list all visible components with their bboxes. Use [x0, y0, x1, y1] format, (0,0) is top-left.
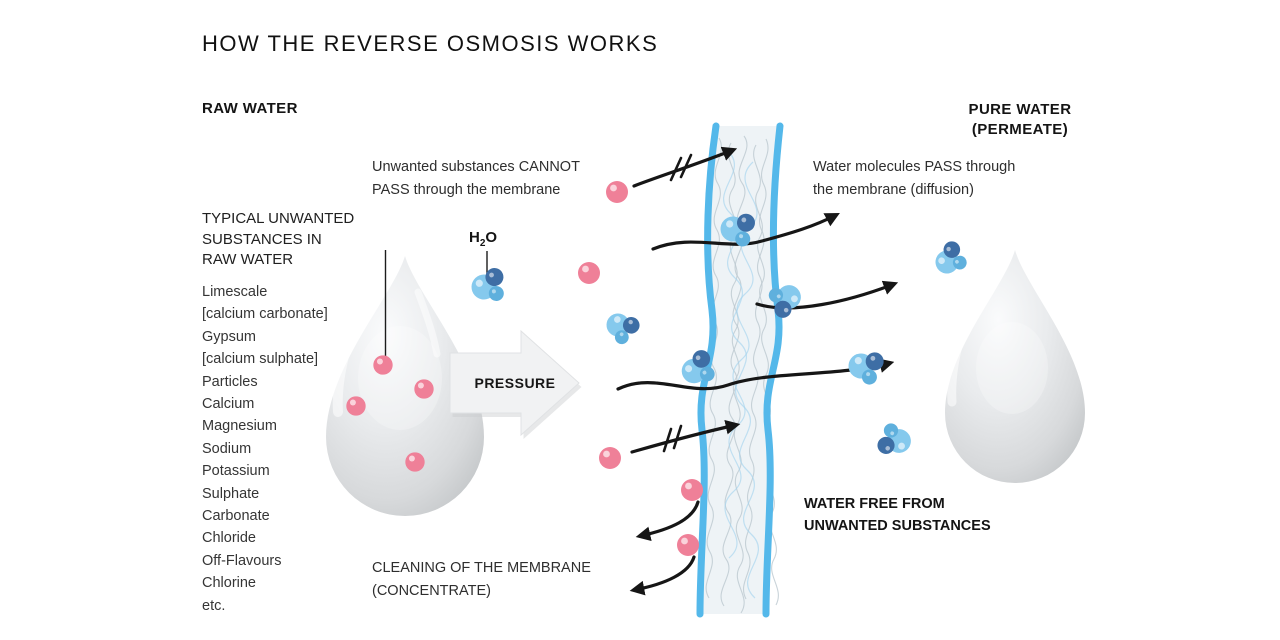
- water-free-line: UNWANTED SUBSTANCES: [804, 517, 991, 534]
- contaminant-molecule: [599, 447, 621, 469]
- droplet-highlight: [358, 326, 442, 430]
- pass-arrow: [755, 280, 899, 310]
- pass-through-line: Water molecules PASS through: [813, 159, 1016, 175]
- pass-arrow: [651, 212, 840, 251]
- drain-arrow: [629, 555, 696, 596]
- pass-through-line: the membrane (diffusion): [813, 181, 974, 198]
- substance-item: Gypsum: [202, 328, 256, 345]
- contaminant-molecule: [578, 262, 600, 284]
- heading-line: SUBSTANCES IN: [202, 230, 322, 248]
- droplet-highlight: [332, 305, 365, 417]
- cannot-pass-line: PASS through the membrane: [372, 181, 561, 198]
- membrane-fibers: [705, 135, 779, 614]
- substance-item: Particles: [202, 373, 258, 390]
- cleaning-line: CLEANING OF THE MEMBRANE: [372, 560, 591, 576]
- substance-item: Off-Flavours: [202, 552, 282, 569]
- substance-item: Chlorine: [202, 575, 256, 592]
- droplet-shape: [945, 250, 1085, 483]
- substance-item: [calcium sulphate]: [202, 351, 319, 368]
- droplet-highlight: [414, 288, 441, 358]
- contaminant-molecule: [681, 479, 703, 501]
- cleaning-note: CLEANING OF THE MEMBRANE (CONCENTRATE): [372, 557, 622, 602]
- h2o-label: H2O: [469, 229, 498, 249]
- droplet-highlight: [947, 300, 977, 407]
- substance-item: Limescale: [202, 284, 268, 300]
- substance-item: etc.: [202, 597, 226, 614]
- block-mark: [669, 156, 683, 182]
- pressure-arrow-shape: [449, 329, 580, 437]
- water-molecule: [844, 346, 886, 387]
- droplet-shape: [326, 256, 484, 516]
- water-molecule: [468, 266, 508, 305]
- pure-water-label: PURE WATER (PERMEATE): [945, 100, 1095, 140]
- contaminant-molecule: [677, 534, 699, 556]
- membrane-right-edge: [762, 122, 784, 618]
- membrane-fiber: [705, 137, 722, 599]
- contaminant-molecule: [606, 181, 628, 203]
- unwanted-substances-heading: TYPICAL UNWANTED SUBSTANCES IN RAW WATER: [202, 209, 382, 271]
- blocked-arrow: [632, 146, 738, 188]
- membrane: [696, 122, 784, 618]
- cleaning-line: (CONCENTRATE): [372, 582, 491, 599]
- h2o-h: H: [469, 229, 480, 246]
- pure-water-line: (PERMEATE): [971, 121, 1069, 138]
- substance-item: [calcium carbonate]: [202, 306, 328, 323]
- substance-item: Chloride: [202, 530, 256, 547]
- unwanted-substances-list: Limescale [calcium carbonate] Gypsum [calci…: [202, 281, 382, 617]
- contaminant-molecule: [405, 452, 425, 472]
- water-molecule: [875, 421, 915, 460]
- water-free-line: WATER FREE FROM: [804, 496, 945, 512]
- raw-water-droplet: [326, 256, 484, 516]
- heading-line: RAW WATER: [202, 251, 294, 268]
- substance-item: Calcium: [202, 396, 255, 413]
- pressure-arrow: [449, 329, 582, 439]
- substance-item: Potassium: [202, 463, 270, 480]
- h2o-subscript: 2: [479, 238, 486, 249]
- pass-through-note: Water molecules PASS through the membran…: [813, 156, 1053, 201]
- substance-item: Sodium: [202, 440, 252, 457]
- drain-arrow: [635, 500, 700, 541]
- water-molecule: [600, 305, 643, 349]
- cannot-pass-note: Unwanted substances CANNOT PASS through …: [372, 156, 602, 201]
- substance-item: Carbonate: [202, 508, 270, 525]
- contaminant-molecule: [414, 379, 434, 399]
- blocked-arrow: [630, 420, 741, 454]
- h2o-o: O: [485, 229, 498, 246]
- membrane-body: [700, 126, 780, 614]
- pure-water-line: PURE WATER: [968, 101, 1072, 118]
- membrane-fiber: [743, 138, 769, 600]
- substance-item: Sulphate: [202, 485, 260, 502]
- water-free-note: WATER FREE FROM UNWANTED SUBSTANCES: [804, 494, 1004, 537]
- substance-item: Magnesium: [202, 418, 277, 435]
- block-mark: [672, 424, 683, 450]
- pressure-label: PRESSURE: [474, 375, 556, 391]
- raw-water-label: RAW WATER: [202, 100, 298, 117]
- pass-arrow: [616, 358, 895, 391]
- block-mark: [679, 153, 693, 179]
- page-title: HOW THE REVERSE OSMOSIS WORKS: [202, 31, 659, 56]
- pure-water-droplet: [945, 250, 1085, 483]
- water-molecule: [928, 238, 972, 281]
- block-mark: [662, 427, 673, 453]
- droplet-highlight: [976, 322, 1048, 414]
- heading-line: TYPICAL UNWANTED: [202, 210, 355, 227]
- cannot-pass-line: Unwanted substances CANNOT: [372, 159, 580, 175]
